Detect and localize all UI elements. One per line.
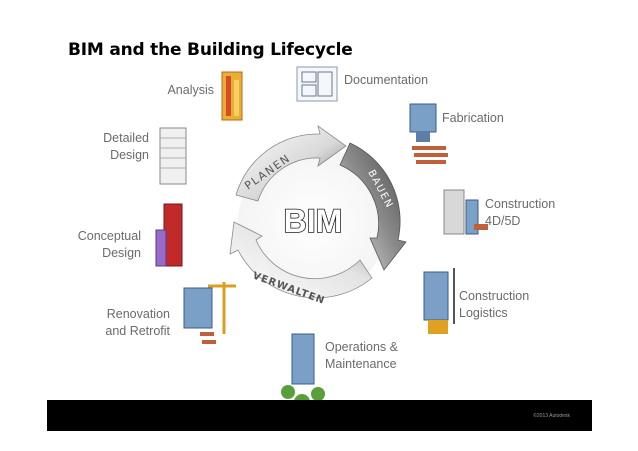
slide-title: BIM and the Building Lifecycle xyxy=(68,40,353,60)
label-analysis: Analysis xyxy=(167,83,214,97)
renovation-building-icon xyxy=(183,282,236,344)
detailed-design-building-icon xyxy=(159,127,187,185)
label-renovation: Renovation and Retrofit xyxy=(105,307,170,338)
bim-center-label: BIM xyxy=(284,203,343,239)
label-fabrication: Fabrication xyxy=(442,111,504,125)
analysis-building-icon xyxy=(221,71,243,121)
label-construction-logistics: Construction Logistics xyxy=(459,289,530,320)
documentation-drawing-icon xyxy=(296,66,338,102)
construction-4d-icon xyxy=(443,189,488,235)
operations-building-icon xyxy=(281,333,325,410)
arrow-bauen xyxy=(339,142,407,271)
copyright-text: ©2013 Autodesk xyxy=(533,413,570,419)
construction-logistics-icon xyxy=(423,268,455,334)
arrow-verwalten xyxy=(229,221,373,299)
label-conceptual-design: Conceptual Design xyxy=(77,229,141,260)
fabrication-machine-icon xyxy=(409,103,448,164)
label-detailed-design: Detailed Design xyxy=(103,131,149,162)
footer-bar: ©2013 Autodesk xyxy=(47,400,592,431)
arrow-planen xyxy=(235,125,347,202)
label-documentation: Documentation xyxy=(344,73,429,87)
conceptual-design-icon xyxy=(155,203,183,267)
label-construction-4d: Construction 4D/5D xyxy=(485,197,556,228)
cycle-center xyxy=(238,147,388,297)
label-operations: Operations & Maintenance xyxy=(325,340,398,371)
